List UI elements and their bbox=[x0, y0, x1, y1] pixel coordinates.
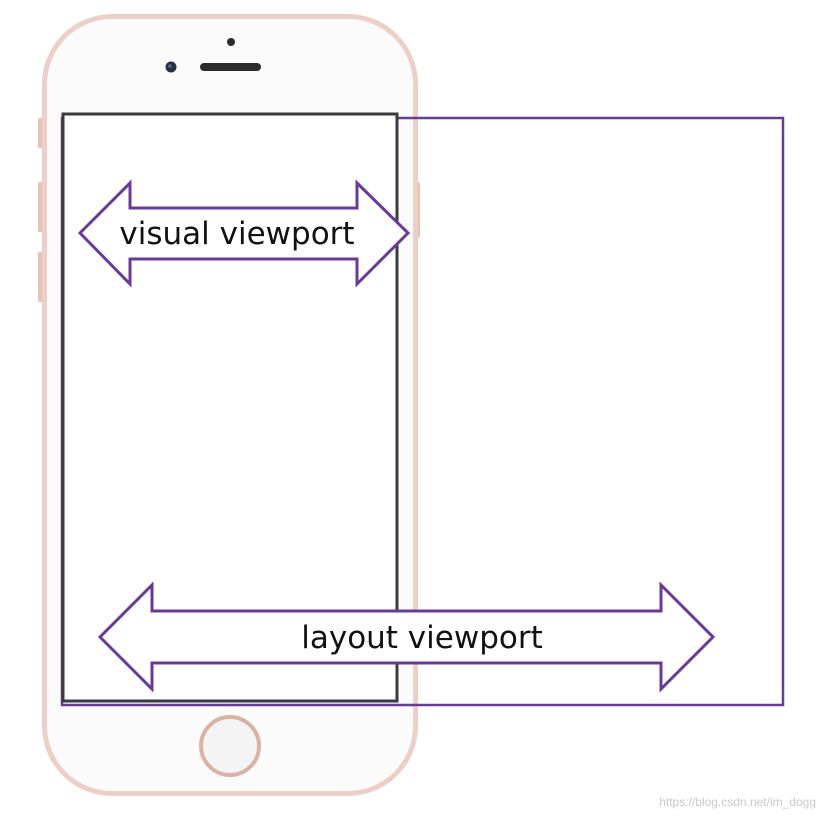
visual-viewport-label: visual viewport bbox=[119, 216, 354, 252]
front-camera-lens bbox=[168, 64, 172, 68]
layout-viewport-arrow bbox=[97, 581, 716, 693]
layout-viewport-label: layout viewport bbox=[301, 620, 543, 656]
visual-viewport-arrow bbox=[77, 179, 411, 288]
earpiece-dot bbox=[227, 38, 235, 46]
watermark: https://blog.csdn.net/im_dogg bbox=[659, 795, 816, 809]
home-button-icon bbox=[199, 715, 261, 777]
earpiece-speaker-icon bbox=[200, 63, 261, 71]
